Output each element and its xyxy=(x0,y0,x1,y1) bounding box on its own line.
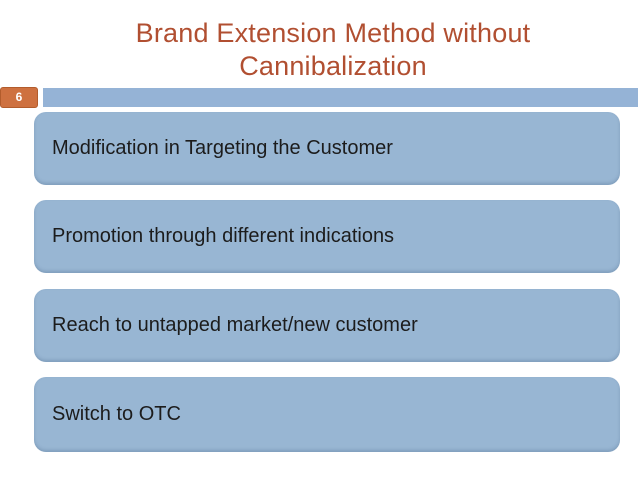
list-item: Reach to untapped market/new customer xyxy=(34,289,620,362)
list-item: Promotion through different indications xyxy=(34,200,620,273)
list-item-label: Switch to OTC xyxy=(52,403,181,425)
list-item-label: Promotion through different indications xyxy=(52,225,395,247)
slide-title: Brand Extension Method without Cannibali… xyxy=(135,18,531,81)
list-item-label: Modification in Targeting the Customer xyxy=(52,137,393,159)
title-underline-bar xyxy=(43,88,638,107)
list-item: Switch to OTC xyxy=(34,377,620,452)
page-number-badge: 6 xyxy=(0,87,38,108)
list-item: Modification in Targeting the Customer xyxy=(34,112,620,185)
list-item-label: Reach to untapped market/new customer xyxy=(52,314,418,336)
